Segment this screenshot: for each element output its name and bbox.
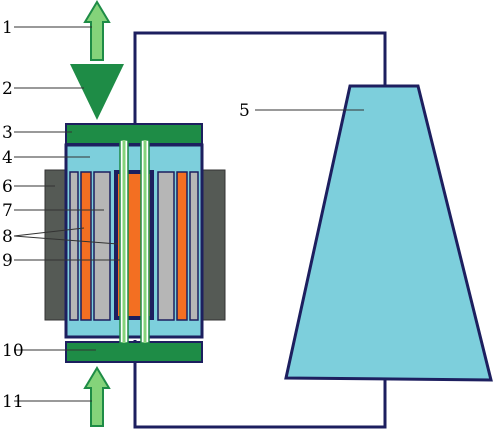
label-5: 5: [239, 101, 250, 121]
left-dark-block: [44, 169, 68, 321]
bottom-up-arrow: [83, 366, 111, 427]
right-orange-layer: [176, 171, 188, 321]
right-gray-thin-layer: [189, 171, 199, 321]
leader-line-8a: [13, 227, 85, 237]
label-8: 8: [2, 227, 13, 247]
left-orange-layer: [80, 171, 92, 321]
label-11: 11: [2, 392, 24, 412]
label-7: 7: [2, 201, 13, 221]
right-gray-wide-layer: [157, 171, 175, 321]
right-tube-inner: [143, 140, 147, 343]
label-3: 3: [2, 123, 13, 143]
downward-triangle: [70, 64, 124, 120]
number-labels: 1 2 3 4 6 7 8 9 10 11 5: [2, 18, 250, 412]
top-up-arrow: [83, 0, 111, 61]
top-circuit-line: [133, 31, 387, 143]
label-9: 9: [2, 251, 13, 271]
left-gray-wide-layer: [93, 171, 111, 321]
left-gray-thin-layer: [69, 171, 79, 321]
leader-line-8b: [13, 235, 119, 245]
label-4: 4: [2, 148, 13, 168]
left-tube-inner: [122, 140, 126, 343]
bottom-circuit-line: [133, 340, 387, 429]
bottom-plate: [65, 341, 203, 363]
right-dark-block: [202, 169, 226, 321]
trapezoid-block: [284, 84, 493, 382]
top-plate: [65, 123, 203, 145]
label-2: 2: [2, 79, 13, 99]
leader-lines: [13, 26, 364, 402]
circuit-lines: [133, 31, 387, 429]
vertical-tubes: [119, 139, 150, 344]
label-6: 6: [2, 177, 13, 197]
label-10: 10: [2, 341, 24, 361]
label-1: 1: [2, 18, 13, 38]
